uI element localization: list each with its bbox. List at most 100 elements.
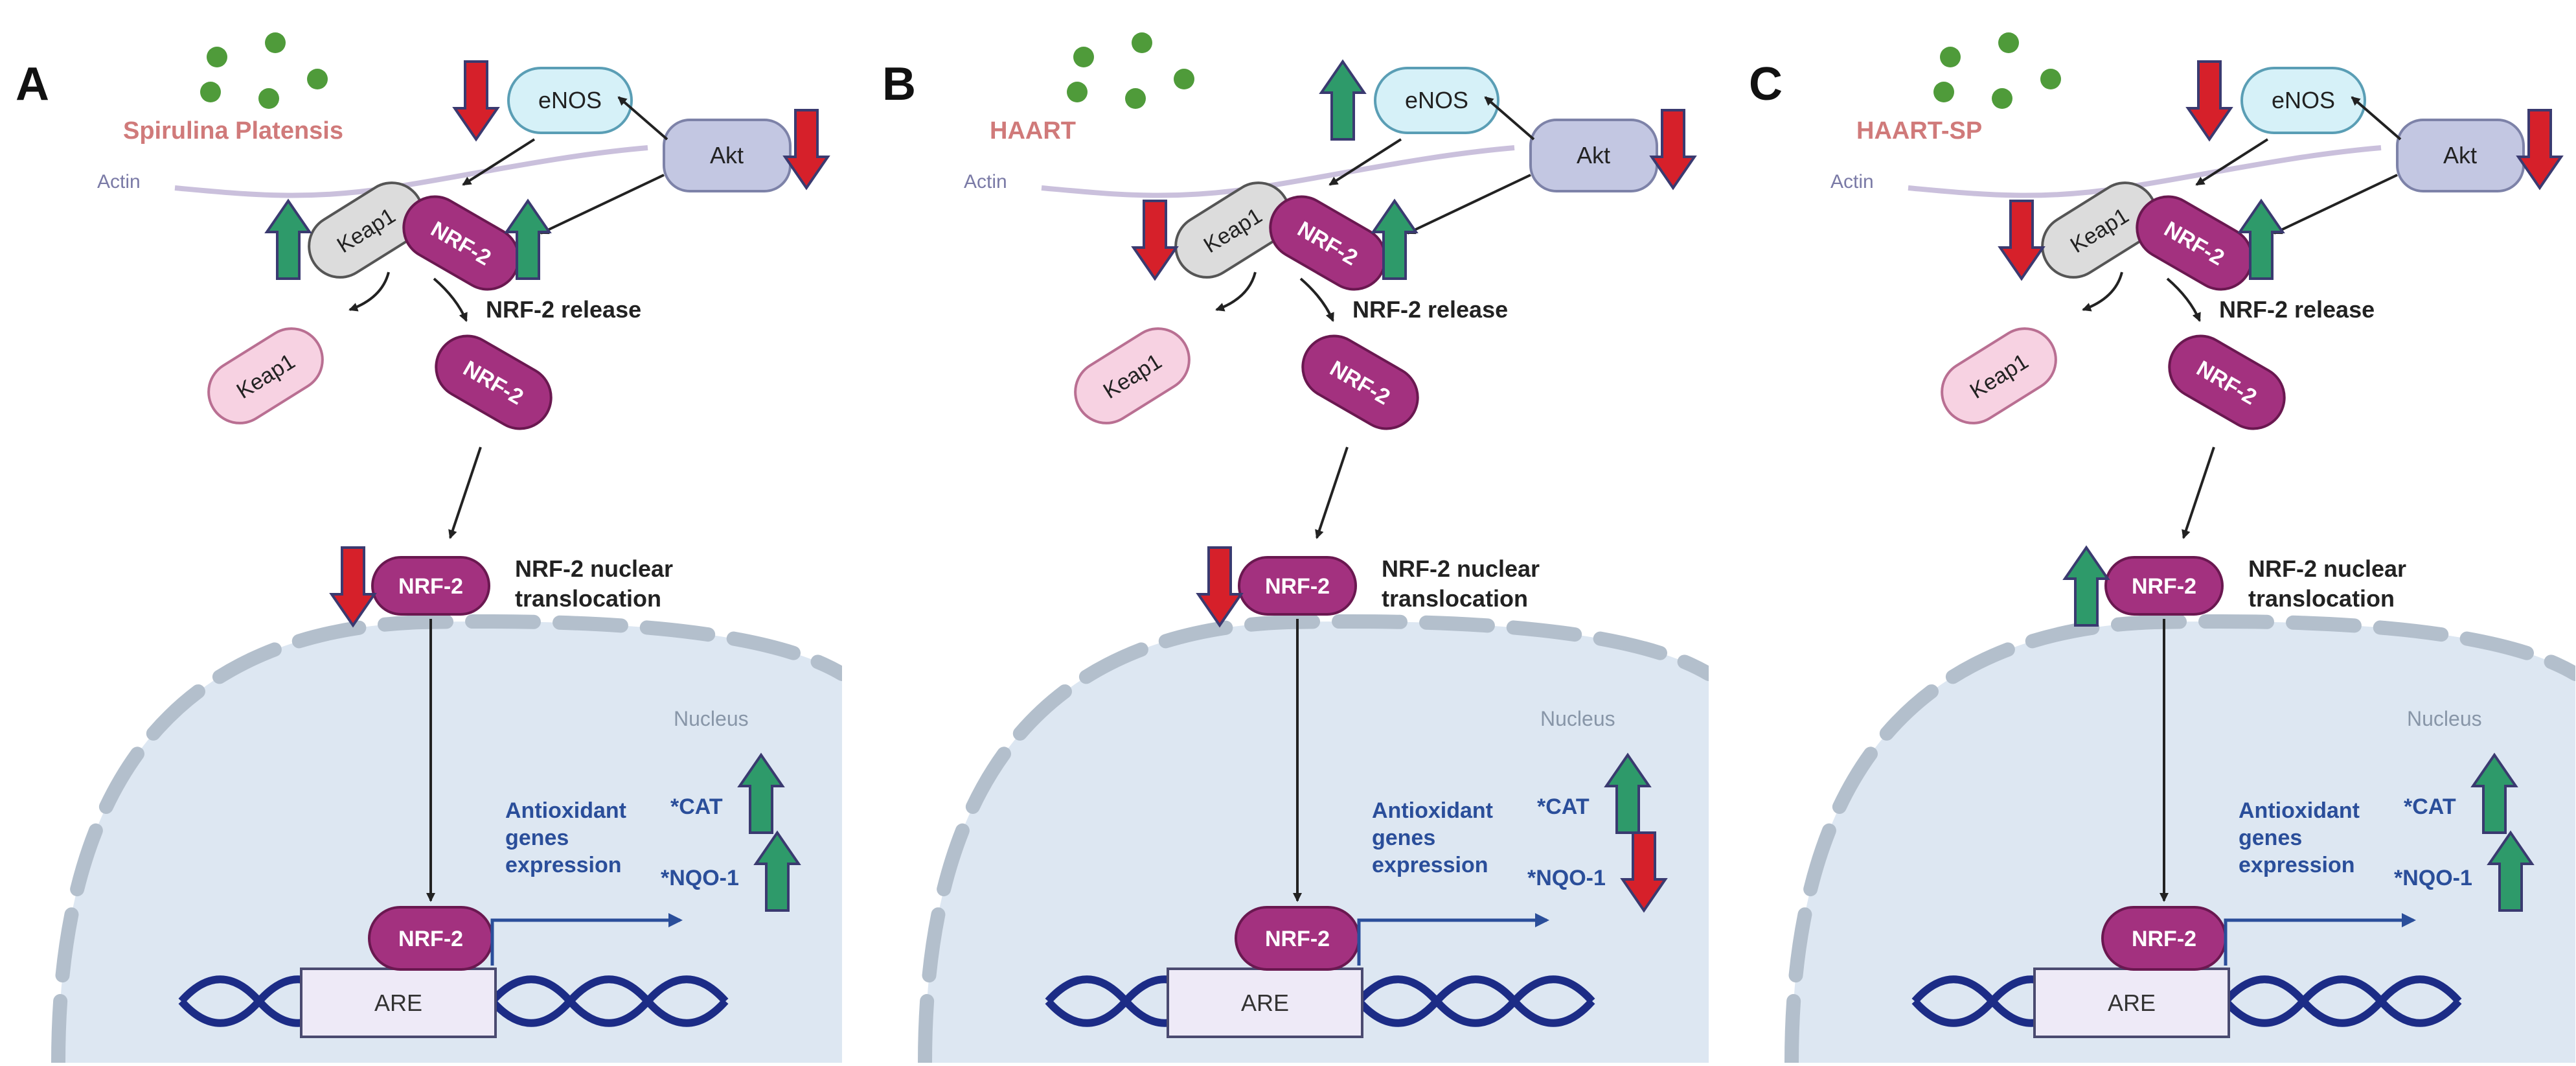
arrow-akt-complex bbox=[1406, 174, 1531, 235]
nqo1-up-arrow bbox=[2487, 830, 2535, 912]
regulation-arrows bbox=[264, 60, 830, 912]
translocation-up-arrow bbox=[2062, 545, 2110, 627]
svg-text:expression: expression bbox=[505, 853, 622, 877]
compound-label: Spirulina Platensis bbox=[123, 117, 343, 145]
svg-text:NRF-2: NRF-2 bbox=[398, 574, 463, 599]
svg-text:eNOS: eNOS bbox=[2272, 87, 2335, 113]
svg-text:Akt: Akt bbox=[1577, 142, 1610, 168]
compound-label: HAART-SP bbox=[1856, 117, 1982, 145]
svg-text:genes: genes bbox=[505, 826, 569, 850]
akt: Akt bbox=[663, 119, 792, 192]
svg-text:ARE: ARE bbox=[2108, 990, 2156, 1016]
nrf2-free: NRF-2 bbox=[1301, 334, 1419, 430]
enos: eNOS bbox=[507, 67, 633, 134]
nrf2-translocating: NRF-2 bbox=[2104, 556, 2224, 616]
svg-text:Akt: Akt bbox=[710, 142, 744, 168]
translocation-label-2: translocation bbox=[1382, 585, 1528, 612]
translocation-down-arrow bbox=[329, 546, 377, 628]
keap1-down-arrow bbox=[1131, 200, 1179, 281]
arrow-nrf2-release bbox=[2166, 277, 2201, 322]
cat-label: *CAT bbox=[1537, 794, 1590, 819]
regulation-arrows bbox=[1131, 59, 1697, 913]
svg-text:genes: genes bbox=[2239, 826, 2302, 850]
arrow-akt-enos bbox=[1484, 96, 1535, 141]
panel-letter: A bbox=[16, 58, 49, 110]
nrf2-release-label: NRF-2 release bbox=[2219, 296, 2375, 323]
keap1-free: Keap1 bbox=[1941, 327, 2057, 424]
keap1-bound: Keap1 bbox=[308, 181, 424, 279]
cat-up-arrow bbox=[1604, 752, 1652, 834]
cat-up-arrow bbox=[737, 752, 785, 834]
svg-text:Antioxidant: Antioxidant bbox=[2239, 798, 2360, 823]
are-element: ARE bbox=[2033, 968, 2230, 1038]
panel-b: B HAART Actin eNOS Akt bbox=[867, 0, 1709, 1063]
arrow-enos-complex bbox=[1328, 138, 1402, 186]
svg-text:genes: genes bbox=[1372, 826, 1435, 850]
panel-a: A Spirulina Platensis Actin eNOS Akt bbox=[0, 0, 842, 1063]
arrow-akt-enos bbox=[617, 96, 668, 141]
cat-up-arrow bbox=[2470, 752, 2518, 834]
nrf2-translocating: NRF-2 bbox=[1238, 556, 1357, 616]
svg-text:Antioxidant: Antioxidant bbox=[1372, 798, 1493, 823]
nrf2-bound: NRF-2 bbox=[1269, 195, 1387, 291]
panel-letter: B bbox=[882, 58, 916, 110]
translocation-label-1: NRF-2 nuclear bbox=[2248, 555, 2406, 582]
svg-text:ARE: ARE bbox=[1241, 990, 1289, 1016]
compound-dots bbox=[1067, 32, 1194, 109]
akt-down-arrow bbox=[782, 109, 830, 191]
actin-label: Actin bbox=[1830, 171, 1874, 192]
translocation-label-1: NRF-2 nuclear bbox=[1382, 555, 1540, 582]
svg-text:eNOS: eNOS bbox=[1405, 87, 1468, 113]
nrf2-complex-up-arrow bbox=[504, 198, 552, 280]
nrf2-release-label: NRF-2 release bbox=[1352, 296, 1508, 323]
nrf2-complex-up-arrow bbox=[1371, 198, 1419, 280]
nuclear-membrane bbox=[1784, 614, 2575, 1063]
nrf2-complex-up-arrow bbox=[2237, 198, 2285, 280]
regulation-arrows bbox=[1998, 60, 2564, 912]
arrow-nrf2-release bbox=[433, 277, 468, 322]
keap1-free: Keap1 bbox=[207, 327, 324, 424]
compound-dots bbox=[1933, 32, 2061, 109]
cat-label: *CAT bbox=[670, 794, 723, 819]
keap1-down-arrow bbox=[1998, 200, 2046, 281]
arrow-enos-complex bbox=[2195, 138, 2269, 186]
panel-svg: C HAART-SP Actin eNOS Akt bbox=[1749, 32, 2575, 1063]
nqo1-label: *NQO-1 bbox=[661, 866, 739, 890]
arrow-to-translocation bbox=[1315, 446, 1349, 539]
nucleus bbox=[58, 621, 842, 1063]
arrow-akt-complex bbox=[540, 174, 665, 235]
nrf2-free: NRF-2 bbox=[435, 334, 553, 430]
nrf2-translocating: NRF-2 bbox=[371, 556, 490, 616]
cat-label: *CAT bbox=[2404, 794, 2456, 819]
nqo1-label: *NQO-1 bbox=[1527, 866, 1606, 890]
expression-arrow bbox=[490, 913, 683, 966]
panel-letter: C bbox=[1749, 58, 1783, 110]
antioxidant-label: Antioxidant genes expression bbox=[2239, 798, 2360, 877]
panel-c: C HAART-SP Actin eNOS Akt bbox=[1733, 0, 2575, 1063]
nuclear-membrane bbox=[51, 614, 842, 1063]
nucleus-label: Nucleus bbox=[2407, 707, 2482, 730]
nqo1-down-arrow bbox=[1620, 831, 1668, 913]
nucleus-label: Nucleus bbox=[1540, 707, 1615, 730]
nrf2-are-bound: NRF-2 bbox=[368, 906, 494, 971]
arrow-akt-complex bbox=[2273, 174, 2398, 235]
nrf2-bound: NRF-2 bbox=[2136, 195, 2253, 291]
panel-svg: B HAART Actin eNOS Akt bbox=[882, 32, 1709, 1063]
compound-label: HAART bbox=[990, 117, 1076, 145]
nrf2-free: NRF-2 bbox=[2168, 334, 2286, 430]
keap1-bound: Keap1 bbox=[1174, 181, 1291, 279]
akt-down-arrow bbox=[1649, 109, 1697, 191]
actin-label: Actin bbox=[964, 171, 1007, 192]
antioxidant-label: Antioxidant genes expression bbox=[1372, 798, 1493, 877]
actin-label: Actin bbox=[97, 171, 141, 192]
translocation-label-1: NRF-2 nuclear bbox=[515, 555, 673, 582]
svg-text:expression: expression bbox=[2239, 853, 2355, 877]
arrow-keap1-release bbox=[1215, 272, 1257, 312]
keap1-bound: Keap1 bbox=[2041, 181, 2158, 279]
svg-text:NRF-2: NRF-2 bbox=[398, 927, 463, 951]
arrow-to-translocation bbox=[448, 446, 482, 539]
arrow-keap1-release bbox=[2082, 272, 2123, 312]
svg-text:NRF-2: NRF-2 bbox=[2132, 574, 2196, 599]
nqo1-label: *NQO-1 bbox=[2394, 866, 2472, 890]
